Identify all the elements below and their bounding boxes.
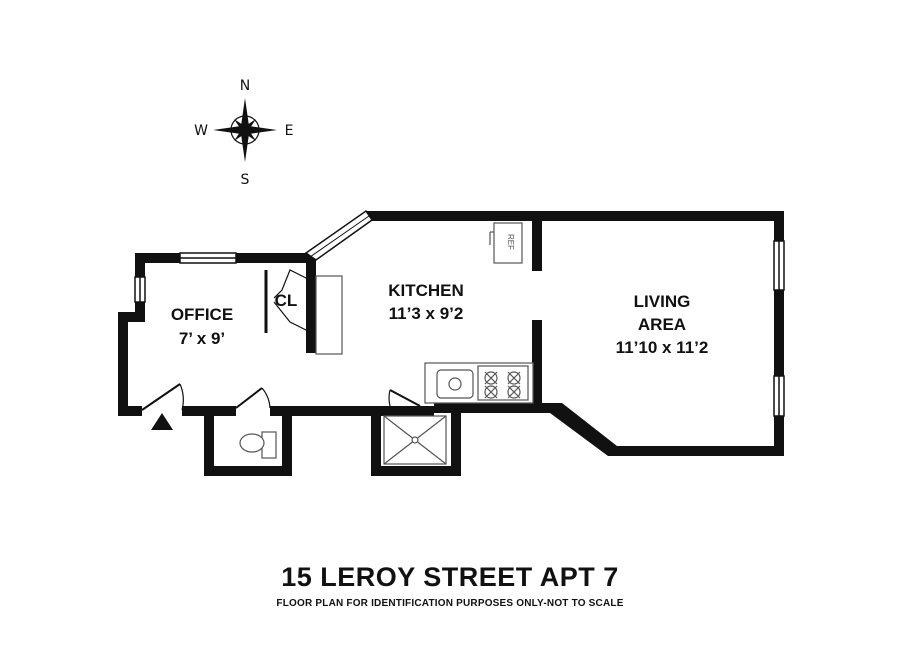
disclaimer-text: FLOOR PLAN FOR IDENTIFICATION PURPOSES O… xyxy=(276,598,624,609)
office-west-wall-top xyxy=(135,253,145,277)
fixtures xyxy=(239,222,534,465)
entry-arrow-icon xyxy=(151,413,173,430)
office-size: 7’ x 9’ xyxy=(179,329,225,348)
address-title: 15 LEROY STREET APT 7 xyxy=(281,562,619,592)
closet-name: CL xyxy=(275,291,298,310)
kitchen-living-divider-bottom xyxy=(532,320,542,413)
living-name-line1: LIVING xyxy=(634,292,691,311)
living-angled-wall xyxy=(550,403,617,456)
office-north-wall-west xyxy=(135,253,180,263)
shower-west-wall xyxy=(371,406,381,476)
living-name-line2: AREA xyxy=(638,315,686,334)
closet-door-lower xyxy=(273,301,307,331)
office-south-wall-west xyxy=(118,406,142,416)
bath-door-leaf xyxy=(235,387,263,409)
compass-west-label: W xyxy=(194,123,208,139)
compass-south-label: S xyxy=(241,172,250,188)
bath-door-swing xyxy=(261,387,271,409)
compass-sw-point xyxy=(234,129,246,141)
kitchen-south-wall xyxy=(434,403,552,413)
living-size: 11’10 x 11’2 xyxy=(616,338,709,357)
compass-north-label: N xyxy=(240,78,250,94)
shower-door-leaf xyxy=(389,389,421,407)
toilet-bowl xyxy=(239,433,265,453)
south-wall-center xyxy=(270,406,434,416)
office-west-jog xyxy=(118,312,145,322)
shower-south-wall xyxy=(371,466,461,476)
shower-east-wall xyxy=(451,406,461,476)
living-south-wall xyxy=(612,446,784,456)
compass-west-point xyxy=(213,126,245,134)
compass-north-point xyxy=(241,98,249,130)
office-name: OFFICE xyxy=(171,305,233,324)
compass-nw-point xyxy=(234,119,246,131)
shower-door-swing xyxy=(388,389,391,407)
office-kitchen-divider xyxy=(306,253,316,353)
entry-door-leaf xyxy=(141,383,181,411)
office-west-wall-mid xyxy=(135,302,145,314)
sink-drain xyxy=(448,377,462,391)
office-north-wall-east xyxy=(236,253,316,263)
bath-west-wall xyxy=(204,406,214,476)
compass-east-label: E xyxy=(285,123,294,139)
shower-drain xyxy=(411,436,419,444)
walls xyxy=(118,211,784,476)
bath-east-wall xyxy=(282,406,292,476)
living-east-wall-bottom xyxy=(774,416,784,456)
bath-south-wall xyxy=(204,466,292,476)
kitchen-counter xyxy=(315,275,343,355)
kitchen-name: KITCHEN xyxy=(388,281,464,300)
windows xyxy=(134,240,785,417)
refrigerator-label: REF xyxy=(506,234,515,250)
entry-door-swing xyxy=(179,383,184,411)
living-east-wall-mid xyxy=(774,290,784,376)
closet-door-upper xyxy=(273,269,307,299)
doors xyxy=(141,269,421,411)
kitchen-angled-window xyxy=(304,209,374,261)
compass-east-point xyxy=(245,126,277,134)
north-wall xyxy=(366,211,784,221)
kitchen-living-divider-top xyxy=(532,211,542,271)
compass-ne-point xyxy=(244,119,256,131)
compass-se-point xyxy=(244,129,256,141)
kitchen-size: 11’3 x 9’2 xyxy=(389,304,464,323)
stove-burners xyxy=(484,371,521,399)
compass-rose: N S W E xyxy=(194,78,293,188)
compass-south-point xyxy=(241,130,249,162)
living-east-wall-top xyxy=(774,211,784,241)
refrigerator xyxy=(493,222,523,264)
office-west-wall-lower xyxy=(118,312,128,416)
